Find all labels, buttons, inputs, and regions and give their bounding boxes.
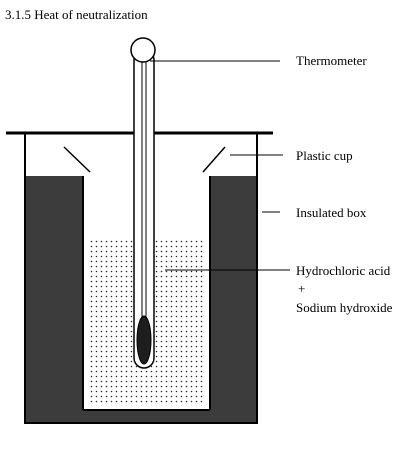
plastic-cup-left-rim [63, 146, 91, 173]
label-thermometer: Thermometer [296, 53, 367, 68]
label-insulated-box: Insulated box [296, 205, 367, 220]
insulation-right-wall [210, 176, 257, 423]
label-plus: + [298, 281, 306, 296]
label-sodium-hydroxide: Sodium hydroxide [296, 300, 393, 315]
insulation-left-wall [25, 176, 83, 423]
thermometer-top [130, 37, 156, 63]
label-hydrochloric-acid: Hydrochloric acid [296, 263, 391, 278]
thermometer-bulb [136, 315, 152, 365]
plastic-cup-right-rim [202, 146, 226, 173]
insulated-box-outline [24, 133, 258, 424]
insulation-base [25, 410, 257, 423]
thermometer-mercury [141, 57, 147, 329]
label-plastic-cup: Plastic cup [296, 148, 353, 163]
diagram-title: 3.1.5 Heat of neutralization [5, 7, 148, 22]
